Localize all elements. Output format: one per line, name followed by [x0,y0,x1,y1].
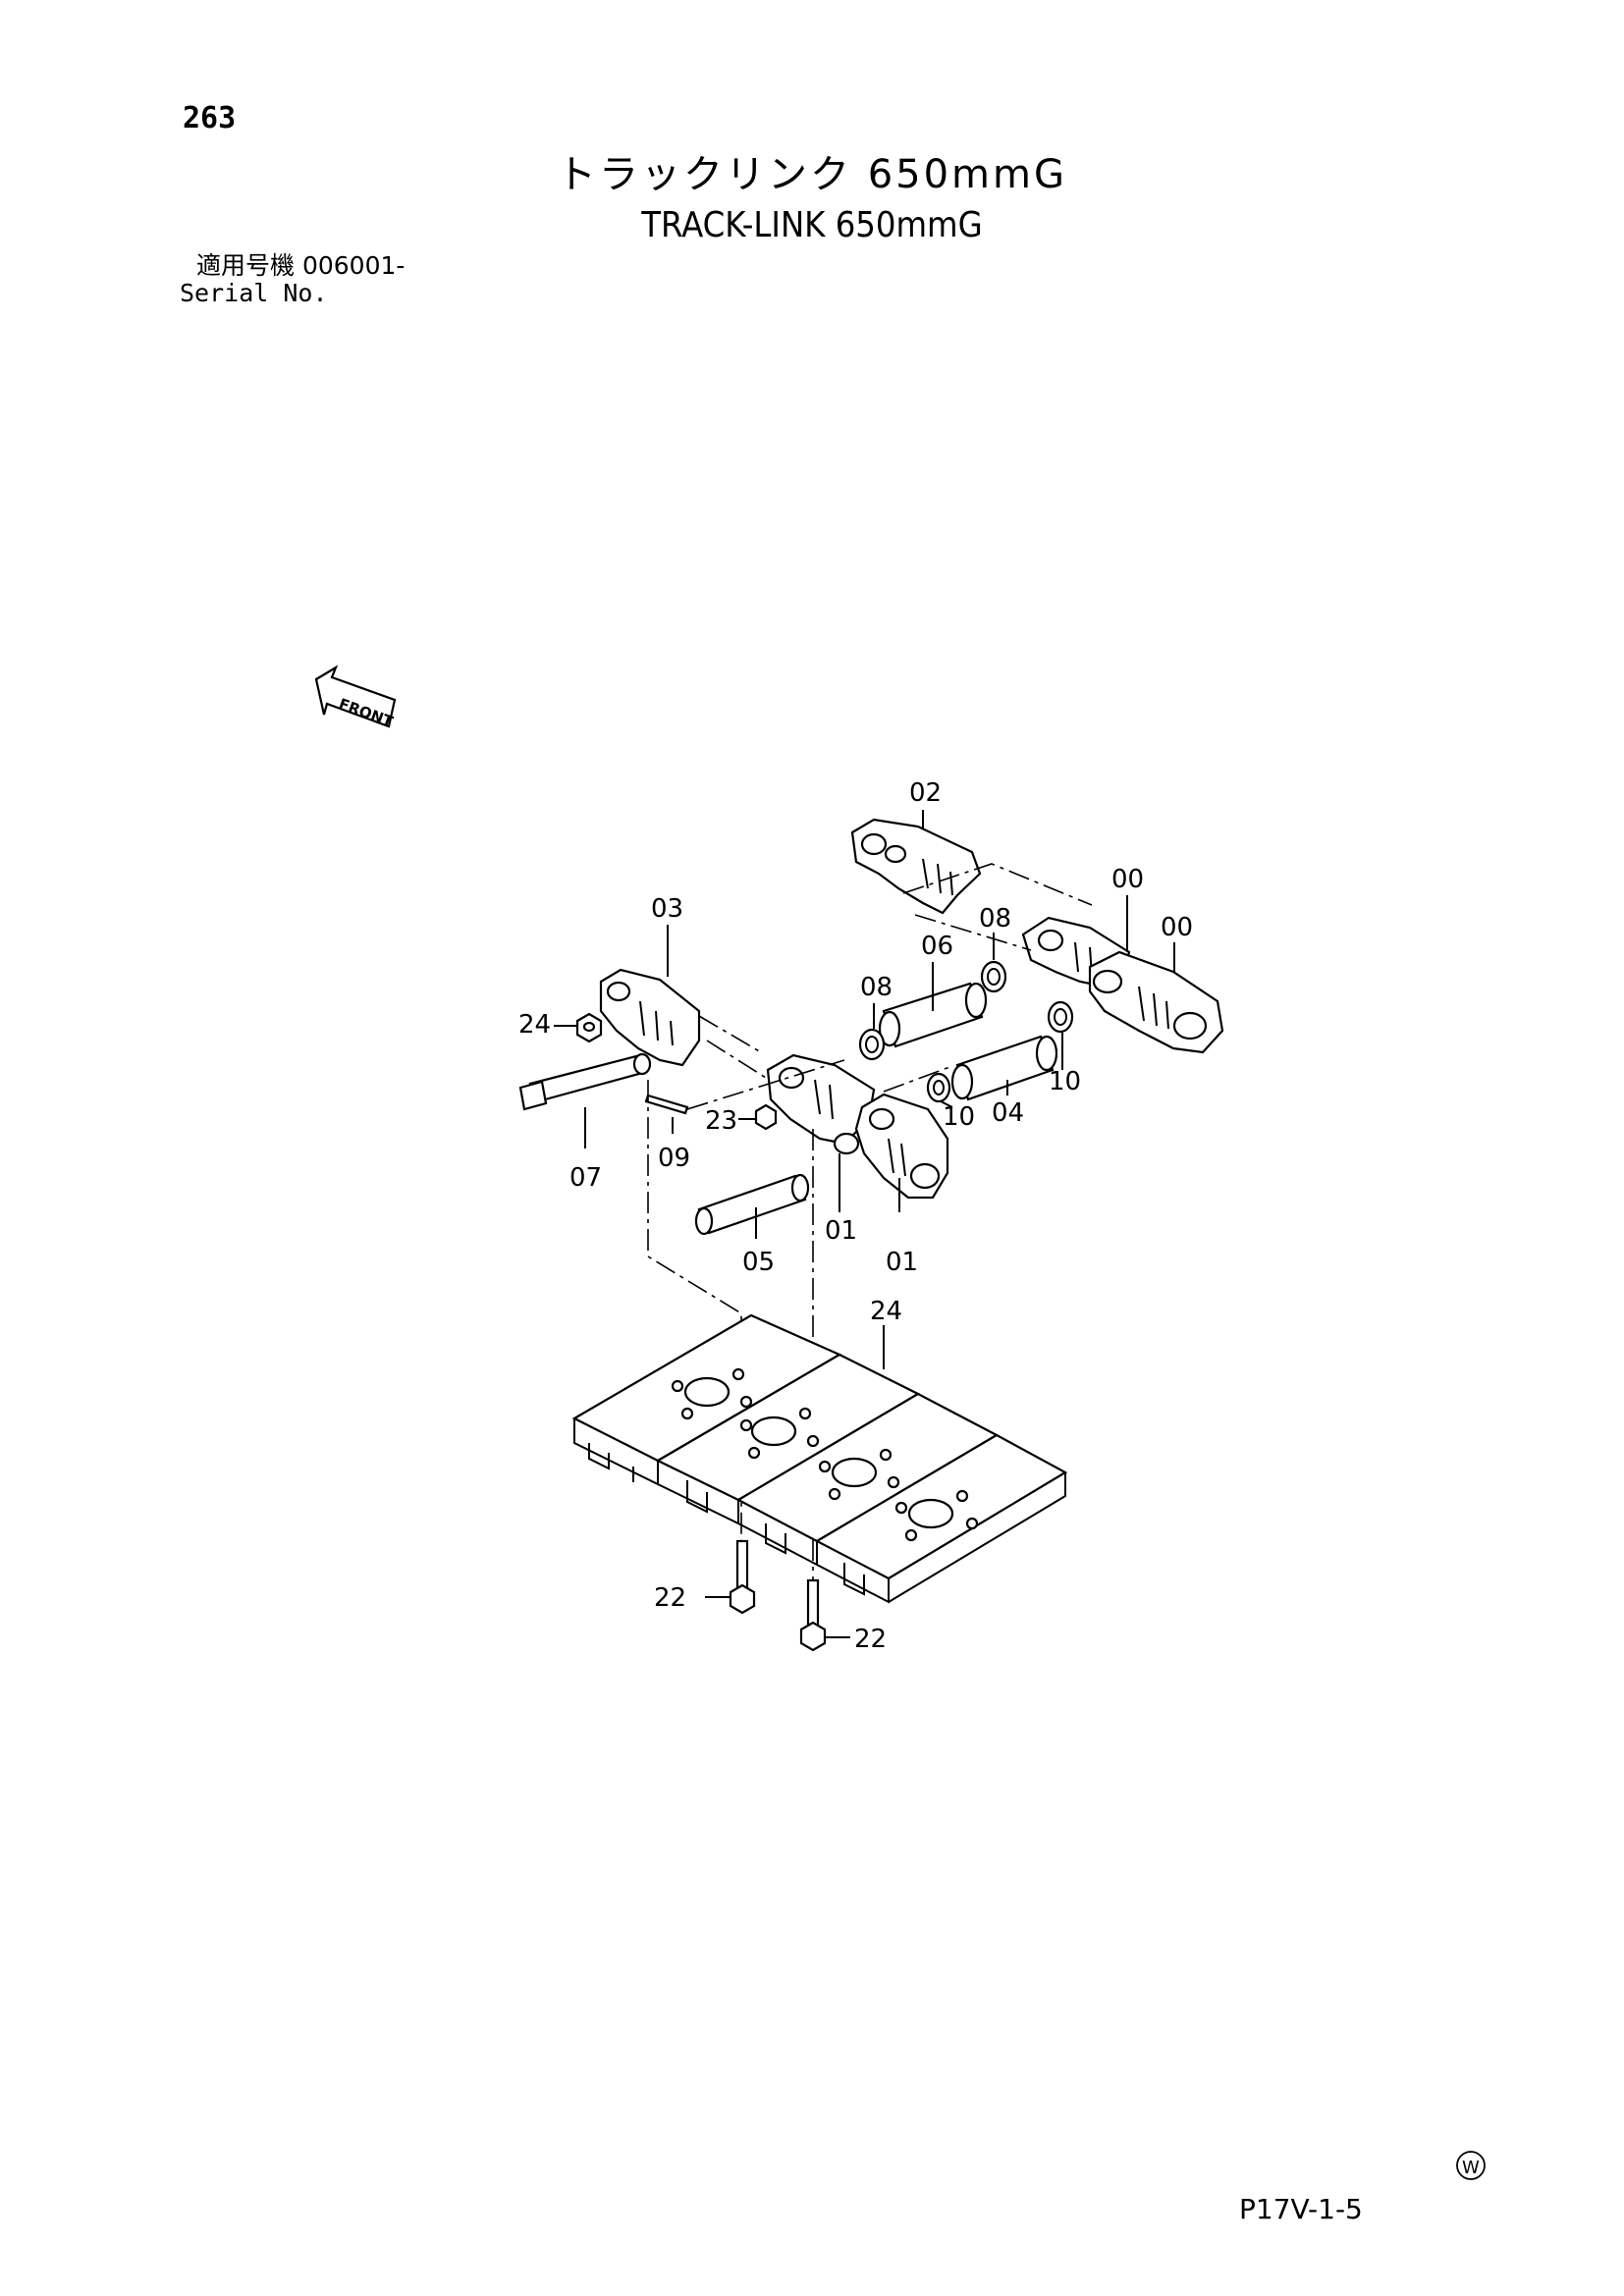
callout-07: 07 [569,1163,602,1193]
callout-22-right: 22 [854,1625,887,1654]
callout-08-lower: 08 [860,973,893,1002]
front-arrow-icon: FRONT [314,665,396,731]
callout-22-left: 22 [654,1583,686,1613]
page-number: 263 [183,101,237,135]
part-01-link-rear [766,1053,876,1146]
callout-08-upper: 08 [979,904,1011,934]
callout-00-b: 00 [1161,913,1193,942]
title-english: TRACK-LINK 650mmG [641,205,983,245]
callout-04: 04 [992,1098,1024,1128]
part-07-pin [518,1052,652,1111]
w-mark-icon: W [1456,2151,1486,2180]
callout-10-upper: 10 [1049,1067,1081,1096]
part-23-nut [754,1103,778,1131]
callout-05: 05 [742,1248,775,1277]
callout-10-lower: 10 [943,1102,975,1132]
part-22-bolt-left [729,1539,756,1615]
title-japanese: トラックリンク 650mmG [557,152,1067,197]
callout-labels: 02 00 00 03 24 06 08 08 10 10 04 09 07 2… [518,778,1193,1654]
leader-lines [554,810,1175,1638]
part-05-pin [694,1173,810,1236]
part-06-bushing [878,982,988,1048]
part-08-seal-upper [980,960,1007,993]
serial-label-english: Serial No. [180,279,328,307]
part-09-cotter-pin [644,1094,689,1115]
callout-00-a: 00 [1111,865,1144,894]
page-code: P17V-1-5 [1239,2193,1363,2225]
callout-01-a: 01 [825,1216,857,1246]
part-01-link-front [854,1093,949,1200]
callout-23: 23 [705,1106,737,1136]
callout-02: 02 [909,778,942,808]
part-04-bushing [950,1035,1058,1101]
part-24-nut [575,1012,603,1043]
link-pin-boss [833,1132,860,1155]
part-08-seal-lower [858,1028,886,1061]
part-22-bolt-right [799,1578,827,1652]
callout-24-upper: 24 [518,1010,551,1040]
part-02-link [850,818,982,915]
callout-24-shoe: 24 [870,1297,902,1326]
serial-range-japanese: 適用号機 006001- [196,251,406,280]
part-10-seal-lower [926,1072,951,1103]
callout-09: 09 [658,1144,690,1173]
part-24-track-shoes [571,1313,1068,1604]
w-mark-label: W [1462,2158,1480,2178]
part-10-seal-upper [1047,1000,1074,1034]
callout-03: 03 [651,894,683,924]
callout-06: 06 [921,932,953,961]
part-00-link-front [1088,950,1224,1054]
callout-01-b: 01 [886,1248,918,1277]
part-03-link [599,968,701,1067]
